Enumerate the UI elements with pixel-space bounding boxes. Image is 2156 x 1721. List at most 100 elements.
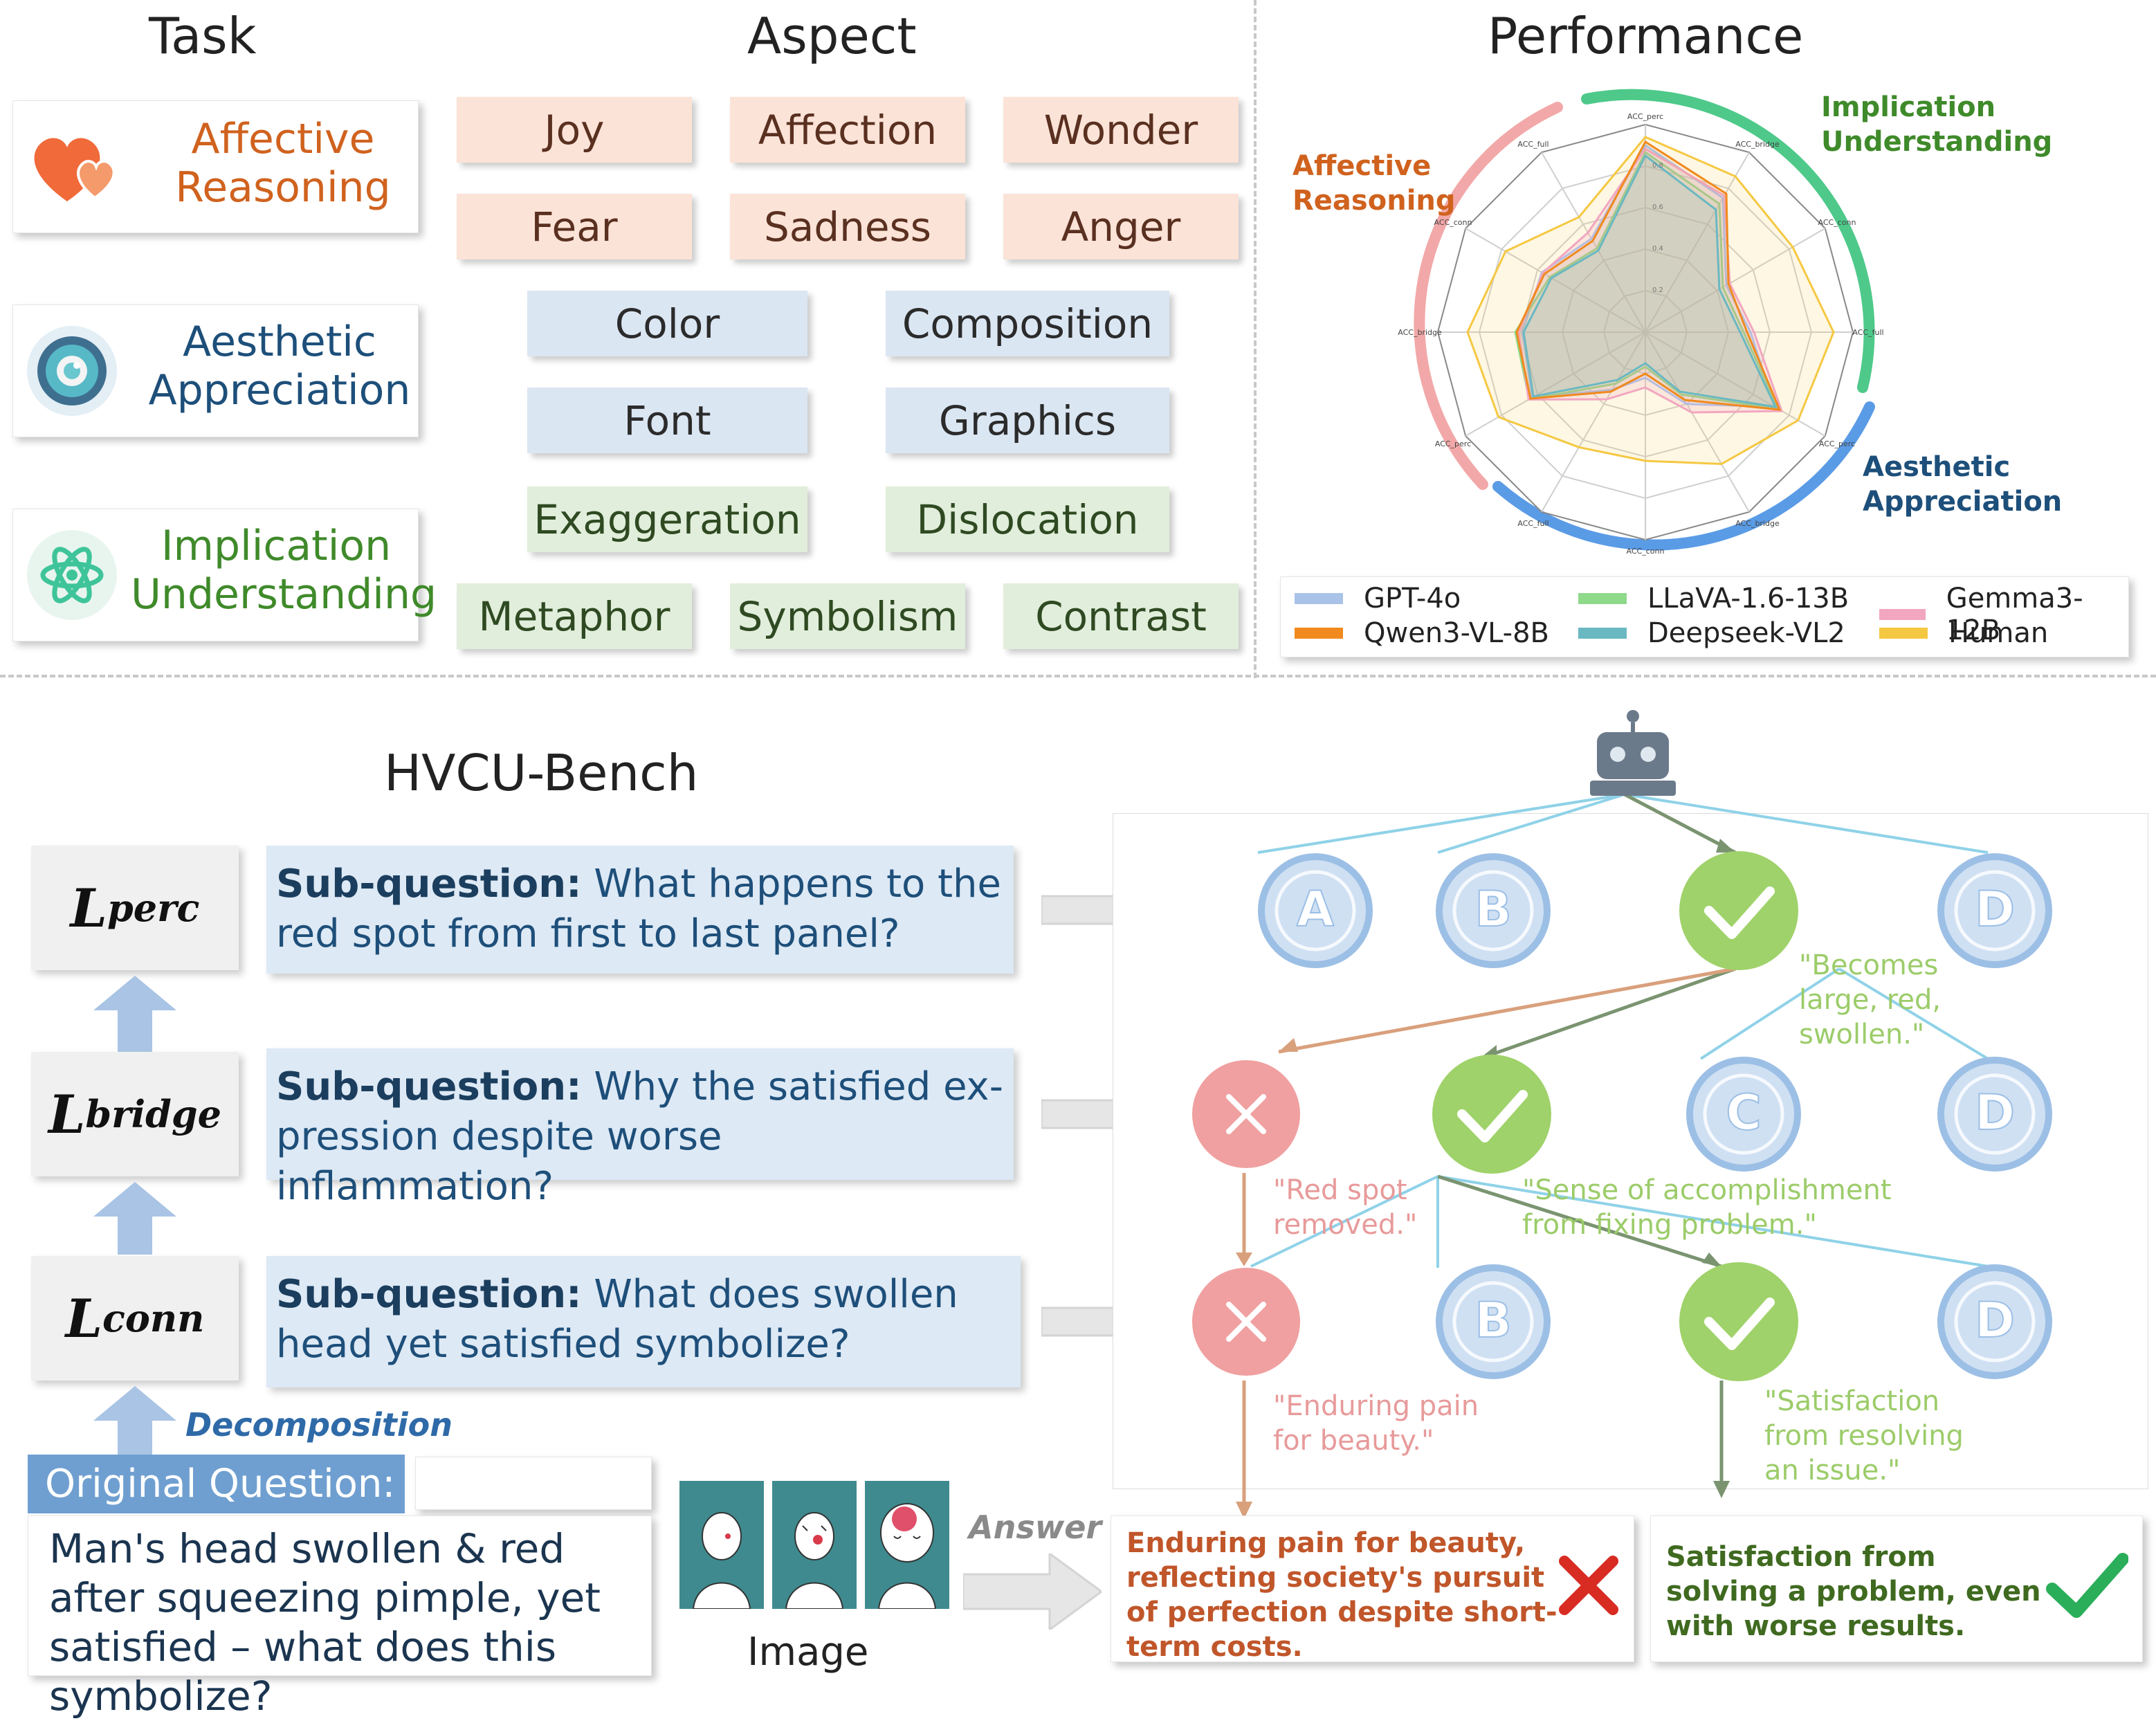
correct-check-node [1432,1055,1551,1174]
subquestion-conn: Sub-question: What does swollen head yet… [266,1256,1021,1387]
quote-satisfaction: "Satisfaction from resolving an issue." [1764,1385,1964,1486]
aspect-header: Aspect [747,7,917,65]
cross-mark-icon [1559,1556,1618,1615]
answer-wrong-box: Enduring pain for beauty, reflecting soc… [1111,1515,1634,1663]
atom-icon [27,530,117,620]
grid-label: 0.4 [1652,245,1663,253]
answer-right-text: Satisfaction from solving a problem, eve… [1666,1541,2041,1642]
series-deepseek [1522,154,1778,408]
legend-llava: LLaVA-1.6-13B [1578,583,1849,614]
check-mark-icon [2046,1553,2128,1618]
quote-accomplishment: "Sense of accomplishment from fixing pro… [1522,1174,1892,1241]
subquestion-prefix: Sub-question: [276,1272,582,1317]
robot-icon [1590,710,1676,796]
option-b-node [1436,1264,1551,1379]
task-header: Task [149,7,257,65]
up-arrow-icon [93,1182,176,1255]
answer-wrong-text: Enduring pain for beauty, reflecting soc… [1126,1527,1557,1663]
option-d-node [1937,1057,2052,1172]
option-label: A [1297,881,1334,938]
axis-label: ACC_full [1517,140,1549,149]
grid-label: 0.6 [1652,203,1663,211]
axis-label: ACC_bridge [1735,519,1780,528]
original-question-box: Man's head swollen & red after squeezing… [28,1515,652,1720]
aspect-affection: Affection [730,97,965,163]
legend-gemma: Gemma3-12B [1879,583,2128,646]
option-label: D [1975,881,2015,938]
series-gpt4o [1521,143,1777,408]
ring-affective [1414,102,1563,490]
subquestion-prefix: Sub-question: [276,862,582,907]
axis-label: ACC_conn [1818,218,1856,227]
original-question-label: Original Question: [28,1455,405,1513]
hearts-icon [34,138,116,201]
radar-grid [1436,123,1854,541]
answer-label: Answer [969,1509,1102,1546]
comic-image [679,1481,949,1609]
quote-red-spot-removed: "Red spot removed." [1273,1174,1418,1241]
aspect-anger: Anger [1003,194,1239,259]
axis-label: ACC_bridge [1398,328,1442,337]
aspect-exaggeration: Exaggeration [527,486,807,552]
option-label: B [1474,1292,1511,1349]
image-label: Image [747,1630,869,1675]
option-b-node [1436,853,1551,968]
original-question-text: Man's head swollen & red after squeezing… [49,1525,601,1720]
eye-icon [27,326,117,416]
divider-vertical [1254,0,1257,678]
quote-becomes-large: "Becomes large, red, swollen." [1799,949,1942,1050]
up-arrow-icon [93,976,176,1052]
radar-legend: GPT-4o LLaVA-1.6-13B Gemma3-12B Qwen3-VL… [1280,576,2129,657]
legend-human: Human [1879,617,2048,649]
series-llava [1514,150,1780,410]
aspect-joy: Joy [457,97,692,163]
subquestion-bridge: Sub-question: Why the satisfied ex-press… [266,1048,1014,1209]
task-card-aesthetic: Aesthetic Appreciation [12,304,419,437]
legend-qwen: Qwen3-VL-8B [1295,617,1549,649]
option-label: C [1726,1084,1761,1141]
reasoning-tree: A B D C D B [1192,710,2052,1519]
aspect-font: Font [527,388,807,453]
performance-header: Performance [1488,7,1804,65]
axis-label: ACC_conn [1627,547,1665,556]
correct-check-node [1679,1262,1798,1381]
option-label: D [1975,1084,2015,1141]
wrong-cross-node [1192,1268,1300,1376]
wrong-cross-node [1192,1060,1300,1168]
right-arrow-icon [963,1554,1102,1630]
quote-enduring-pain: "Enduring pain for beauty." [1273,1390,1479,1457]
task-label-implication: Implication Understanding [131,522,437,619]
axis-label: ACC_bridge [1735,140,1780,149]
aspect-composition: Composition [886,291,1169,356]
original-question-tail [415,1457,652,1510]
option-d-node [1937,853,2052,968]
option-a-node [1258,853,1373,968]
subquestion-prefix: Sub-question: [276,1064,582,1109]
aspect-dislocation: Dislocation [886,486,1169,552]
aspect-fear: Fear [457,194,692,259]
aspect-color: Color [527,291,807,356]
correct-check-node [1679,851,1798,970]
radar-label-implication: Implication Understanding [1821,91,2053,158]
legend-gpt4o: GPT-4o [1295,583,1461,614]
aspect-graphics: Graphics [886,388,1169,453]
performance-radar: ACC_perc ACC_bridge ACC_conn ACC_full AC… [1398,89,1884,556]
ring-implication [1581,89,1875,393]
task-card-affective: Affective Reasoning [12,100,419,233]
axis-label: ACC_perc [1435,439,1471,448]
axis-label: ACC_conn [1434,218,1472,227]
option-c-node [1686,1057,1801,1172]
aspect-metaphor: Metaphor [457,583,692,649]
task-label-aesthetic: Aesthetic Appreciation [148,318,411,415]
option-label: B [1474,881,1511,938]
task-label-affective: Affective Reasoning [175,115,391,212]
legend-deepseek: Deepseek-VL2 [1578,617,1845,649]
bench-header: HVCU-Bench [384,744,699,802]
axis-label: ACC_full [1517,519,1549,528]
axis-label: ACC_full [1852,328,1883,337]
axis-label: ACC_perc [1819,439,1855,448]
grid-label: 0.8 [1652,162,1663,170]
